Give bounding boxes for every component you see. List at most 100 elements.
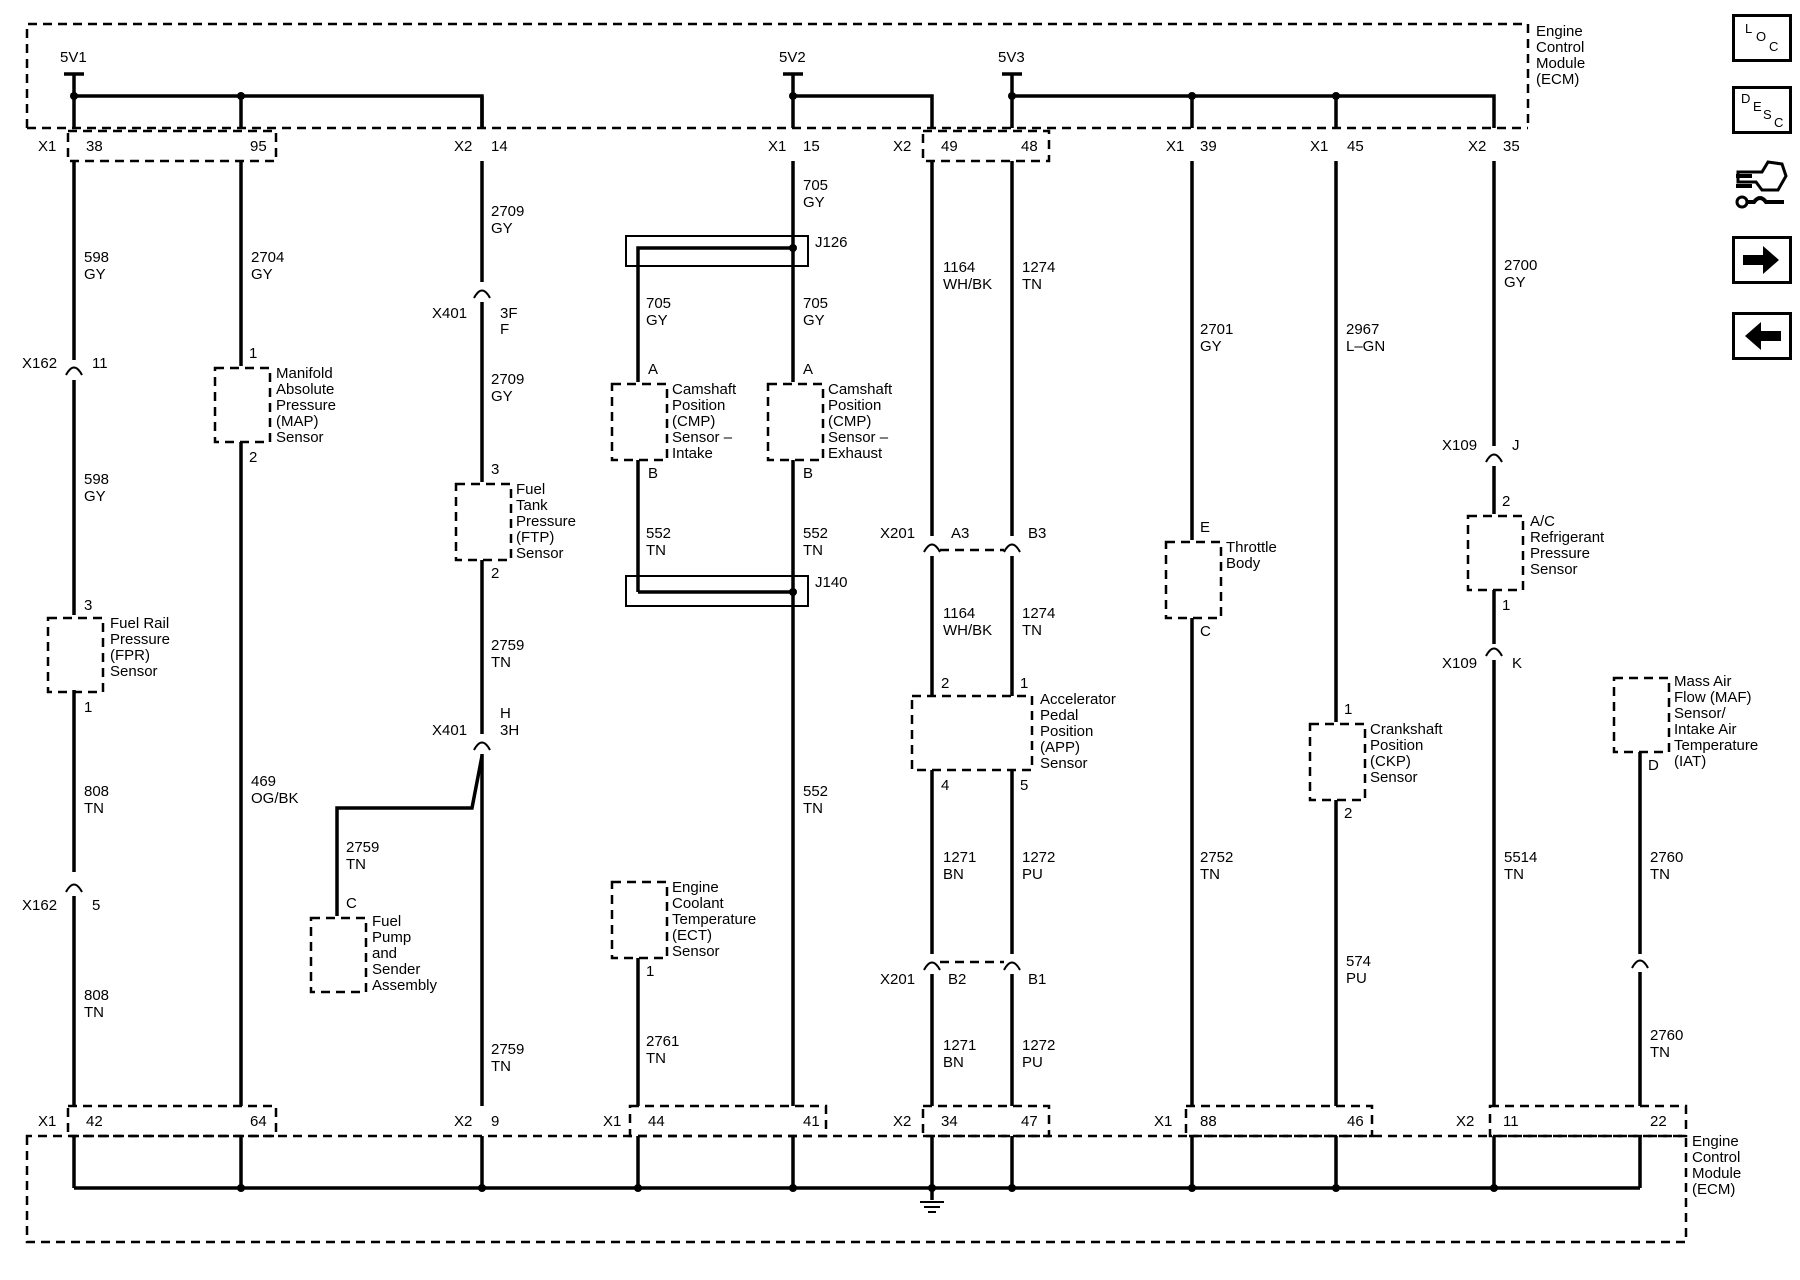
splice-dot bbox=[1008, 92, 1016, 100]
component-name-label: Camshaft bbox=[828, 381, 893, 398]
bot-pin-22: 22 bbox=[1650, 1113, 1667, 1130]
conn-x109-a: X109 bbox=[1442, 437, 1477, 454]
splice-dot bbox=[70, 92, 78, 100]
wire-label: 598 bbox=[84, 471, 109, 488]
ecm-bottom-label-4: (ECM) bbox=[1692, 1181, 1735, 1198]
component-pin-label: A bbox=[648, 361, 658, 378]
wire-label: PU bbox=[1022, 1054, 1043, 1071]
nav-icon-letter: O bbox=[1756, 29, 1766, 44]
component-name-label: Position bbox=[672, 397, 725, 414]
splice-label: J126 bbox=[815, 234, 848, 251]
ecm-top-outline bbox=[25, 22, 1530, 128]
component-pin-label: 4 bbox=[941, 777, 949, 794]
bot-pin-46: 46 bbox=[1347, 1113, 1364, 1130]
component-pin-label: 2 bbox=[491, 565, 499, 582]
loc-icon: L O C bbox=[1745, 21, 1778, 54]
wire-label: 808 bbox=[84, 987, 109, 1004]
component-name-label: Fuel Rail bbox=[110, 615, 169, 632]
component-name-label: Pedal bbox=[1040, 707, 1078, 724]
component-pin-label: 1 bbox=[84, 699, 92, 716]
wire-label: L–GN bbox=[1346, 338, 1385, 355]
component-pin-label: 2 bbox=[1344, 805, 1352, 822]
ecm-top-label-4: (ECM) bbox=[1536, 71, 1579, 88]
connector-pin-label: K bbox=[1512, 655, 1522, 672]
splice-dot bbox=[478, 1184, 486, 1192]
next-page-button[interactable] bbox=[1732, 236, 1792, 284]
component-name-label: Temperature bbox=[1674, 737, 1758, 754]
component-name-label: Position bbox=[1040, 723, 1093, 740]
diagram-label: Engine bbox=[1536, 23, 1583, 40]
component-pin-label: C bbox=[346, 895, 357, 912]
component-ckp-sensor bbox=[1308, 722, 1367, 802]
wire-label: TN bbox=[491, 1058, 511, 1075]
description-view-button[interactable]: D E S C bbox=[1732, 86, 1792, 134]
wire-label: TN bbox=[84, 1004, 104, 1021]
wire-label: 705 bbox=[803, 295, 828, 312]
supply-5v1: 5V1 bbox=[60, 49, 87, 66]
wire-label: TN bbox=[491, 654, 511, 671]
nav-icon-letter: C bbox=[1774, 115, 1783, 130]
top-conn-x1-b: X1 bbox=[768, 138, 786, 155]
top-pin-38: 38 bbox=[86, 138, 103, 155]
wire-segment bbox=[636, 246, 793, 382]
component-pin-label: 1 bbox=[1502, 597, 1510, 614]
bot-pin-34: 34 bbox=[941, 1113, 958, 1130]
wire-label: 469 bbox=[251, 773, 276, 790]
location-view-button[interactable]: L O C bbox=[1732, 14, 1792, 62]
wire-label: TN bbox=[646, 1050, 666, 1067]
component-name-label: Accelerator bbox=[1040, 691, 1116, 708]
wire-label: WH/BK bbox=[943, 622, 992, 639]
inline-connector-x109-k bbox=[1485, 647, 1503, 657]
wire-label: 1274 bbox=[1022, 605, 1055, 622]
component-name-label: Engine bbox=[672, 879, 719, 896]
component-maf-iat-sensor bbox=[1612, 676, 1671, 754]
wire-label: 598 bbox=[84, 249, 109, 266]
wire-label: 1274 bbox=[1022, 259, 1055, 276]
component-pin-label: D bbox=[1648, 757, 1659, 774]
top-conn-x1-d: X1 bbox=[1310, 138, 1328, 155]
top-pin-95: 95 bbox=[250, 138, 267, 155]
top-conn-x1-a: X1 bbox=[38, 138, 56, 155]
nav-icon-letter: C bbox=[1769, 39, 1778, 54]
wire-label: 2700 bbox=[1504, 257, 1537, 274]
component-name-label: Position bbox=[1370, 737, 1423, 754]
top-pin-15: 15 bbox=[803, 138, 820, 155]
connector-pin-label: 11 bbox=[92, 355, 108, 372]
wire-label: 552 bbox=[803, 525, 828, 542]
wire-label: 2709 bbox=[491, 371, 524, 388]
nav-icon-letter: S bbox=[1763, 107, 1772, 122]
inline-connector-x162-11 bbox=[65, 366, 83, 376]
component-ect-sensor bbox=[610, 880, 669, 960]
component-name-label: Sensor bbox=[110, 663, 158, 680]
component-pin-label: 3 bbox=[84, 597, 92, 614]
wire-label: PU bbox=[1346, 970, 1367, 987]
wire-label: OG/BK bbox=[251, 790, 299, 807]
component-fpr-sensor bbox=[46, 616, 105, 694]
component-name-label: Sensor bbox=[1530, 561, 1578, 578]
component-pin-label: A bbox=[803, 361, 813, 378]
component-name-label: (CMP) bbox=[672, 413, 715, 430]
conn-x201-b: X201 bbox=[880, 971, 915, 988]
diagram-label: Module bbox=[1536, 55, 1585, 72]
wire-label: 808 bbox=[84, 783, 109, 800]
bot-conn-x1-c: X1 bbox=[1154, 1113, 1172, 1130]
connector-repair-button[interactable] bbox=[1732, 150, 1792, 220]
bot-conn-x2-a: X2 bbox=[454, 1113, 472, 1130]
bot-pin-9: 9 bbox=[491, 1113, 499, 1130]
component-pin-label: 1 bbox=[1020, 675, 1028, 692]
inline-connector-x201-b1 bbox=[1003, 961, 1021, 971]
diagram-label: (ECM) bbox=[1536, 71, 1579, 88]
previous-page-button[interactable] bbox=[1732, 312, 1792, 360]
inline-connector-x109-j bbox=[1485, 453, 1503, 463]
component-name-label: Coolant bbox=[672, 895, 725, 912]
supply-5v2: 5V2 bbox=[779, 49, 806, 66]
splice-dot bbox=[634, 1184, 642, 1192]
component-throttle-body bbox=[1164, 540, 1223, 620]
component-name-label: Pressure bbox=[516, 513, 576, 530]
inline-connector-x401-3f bbox=[473, 289, 491, 299]
connector-pin-label: B3 bbox=[1028, 525, 1046, 542]
bus-5v2 bbox=[791, 74, 934, 128]
bot-pin-47: 47 bbox=[1021, 1113, 1038, 1130]
component-name-label: Absolute bbox=[276, 381, 334, 398]
wire-label: TN bbox=[646, 542, 666, 559]
